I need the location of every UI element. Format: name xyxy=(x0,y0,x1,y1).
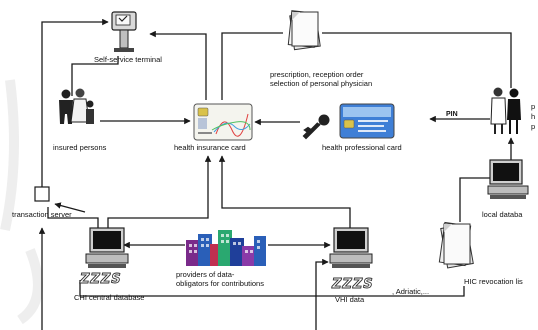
vhi-logo: ZZZS xyxy=(332,277,374,293)
arrow-chi-to-card xyxy=(107,155,212,230)
health-professional-card-label: health professional card xyxy=(322,143,402,152)
insured-persons-label: insured persons xyxy=(53,143,107,152)
hic-revocation-label-clip: HIC revocation lis xyxy=(464,277,538,289)
chi-logo: ZZZS xyxy=(80,272,122,288)
arrow-server-to-terminal xyxy=(41,18,109,188)
physicians-label-line2: h xyxy=(531,112,536,121)
arrow-bottom-to-vhi xyxy=(315,258,329,330)
local-database-label-clip: local databa xyxy=(482,210,538,222)
local-database-computer-icon xyxy=(487,159,529,199)
prescription-label-line2: selection of personal physician xyxy=(270,79,373,88)
connector-lines xyxy=(38,18,515,330)
people-icon xyxy=(59,88,94,124)
arrow-server-to-chi xyxy=(47,207,99,228)
pin-label: PIN xyxy=(446,111,458,118)
physicians-label-line3: p xyxy=(531,122,536,131)
line-prescription-to-physicians xyxy=(221,32,283,100)
chi-database-computer-icon xyxy=(85,227,129,268)
providers-label-line2: obligators for contributions xyxy=(176,279,264,288)
transaction-server-label: transaction server xyxy=(12,210,72,219)
physicians-icon xyxy=(490,87,521,134)
health-professional-card-icon xyxy=(339,103,395,139)
arrow-chi-to-server xyxy=(54,202,86,213)
health-insurance-card-label: health insurance card xyxy=(174,143,246,152)
transaction-server-box xyxy=(34,186,50,202)
local-database-label: local databa xyxy=(482,210,523,219)
self-service-terminal-label: Self-service terminal xyxy=(94,55,162,64)
health-insurance-card-icon xyxy=(193,103,253,141)
providers-label-line1: providers of data- xyxy=(176,270,235,279)
hic-revocation-list-label: HIC revocation lis xyxy=(464,277,523,286)
line-localdb-to-hic xyxy=(459,177,490,222)
prescription-label-line1: prescription, reception order xyxy=(270,70,364,79)
line-insured-to-terminal xyxy=(71,56,119,96)
vhi-data-label: VHI data xyxy=(335,295,365,304)
revocation-document-icon xyxy=(438,221,474,269)
chi-central-database-label: CHI central database xyxy=(74,293,145,302)
kiosk-icon xyxy=(111,11,137,52)
key-icon xyxy=(302,114,330,140)
line-bottom-chi-to-hic xyxy=(79,280,465,297)
buildings-icon xyxy=(186,230,266,266)
arrow-prescription-from-physicians xyxy=(322,32,512,88)
physicians-label-line1: p xyxy=(531,102,536,111)
vhi-computer-icon xyxy=(329,227,373,268)
adriatic-label: , Adriatic,... xyxy=(392,287,430,296)
arrow-vhi-to-card xyxy=(218,155,351,230)
document-stack-icon xyxy=(287,10,321,51)
arrow-prescription-to-terminal xyxy=(149,30,207,100)
background-watermark xyxy=(0,79,43,325)
